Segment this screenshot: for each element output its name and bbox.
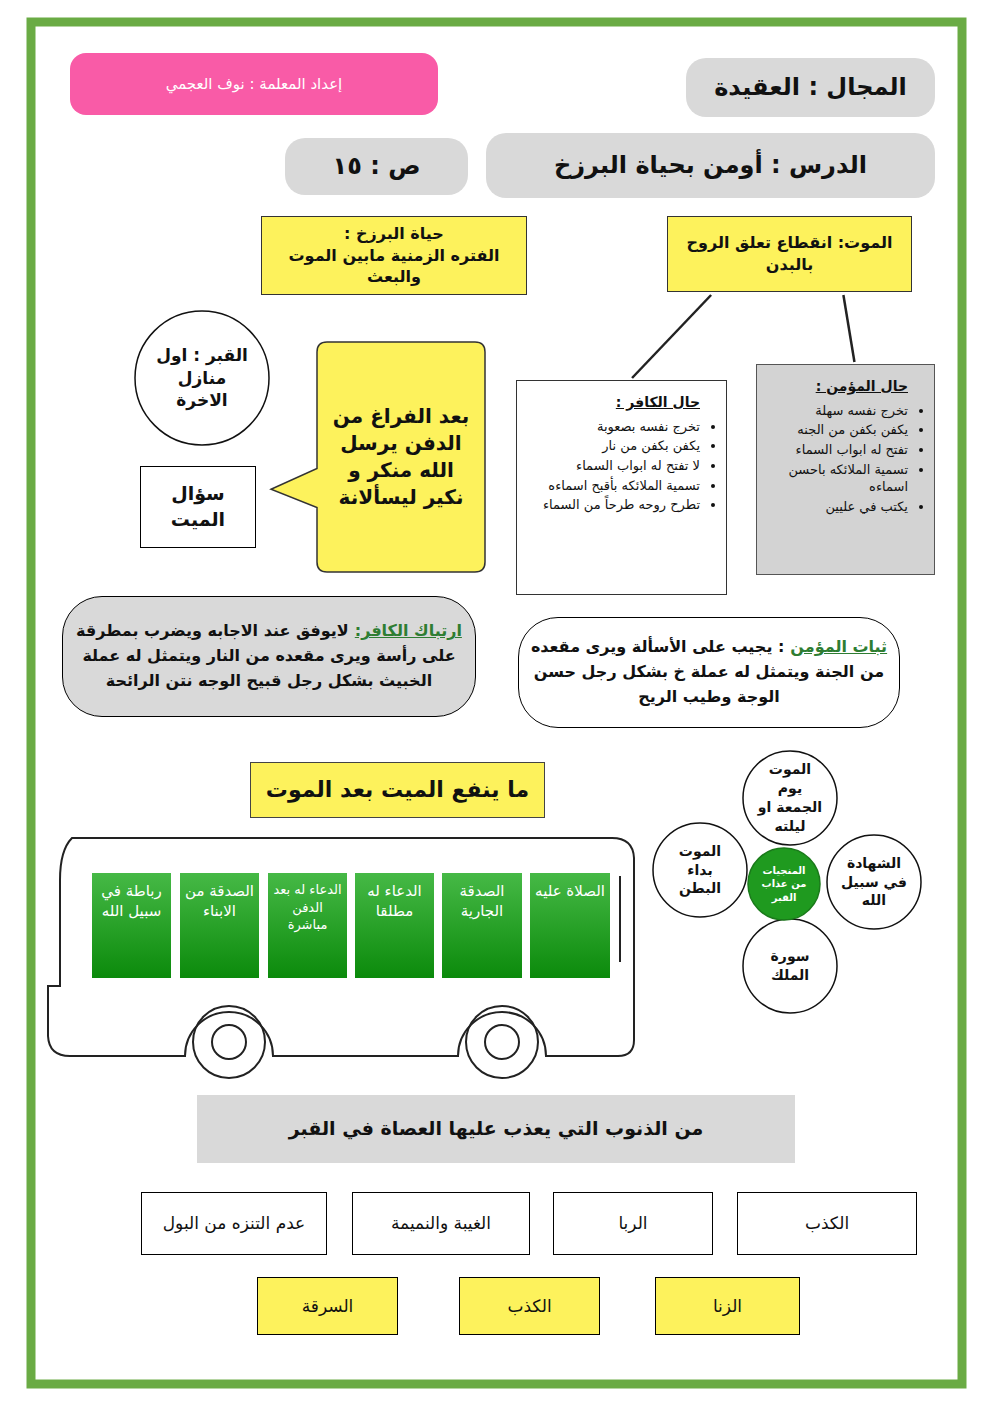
speech-callout: بعد الفراغ من الدفن يرسل الله منكر و نكي… — [317, 342, 485, 572]
circle-outline — [742, 918, 838, 1014]
bus-outline — [48, 838, 634, 1078]
callout-outline — [317, 342, 485, 572]
node-text: الصدقة الجارية — [446, 881, 518, 922]
node-text: الدعاء له بعد الدفن مباشرة — [272, 881, 343, 934]
bullet-list: تخرج نفسه سهلةيكفن بكفن من الجنه تفتح له … — [765, 400, 926, 517]
node-text: الكذب — [507, 1295, 551, 1318]
bus-window: رباطة في سبيل الله — [92, 873, 171, 978]
lesson-title: الدرس : أومن بحياة البرزخ — [486, 133, 935, 198]
node-text: الموت بداء البطن — [666, 842, 734, 899]
flower-petal: سورة الملك — [742, 918, 838, 1014]
connector-line — [632, 295, 711, 378]
node-text: الكذب — [805, 1212, 849, 1235]
section-heading: ما ينفع الميت بعد الموت — [250, 762, 545, 818]
bullet-item: تسمية الملائكه بأقبح اسماءه — [525, 477, 700, 495]
bullet-item: تخرج نفسه سهلة — [765, 402, 908, 420]
node-text: الفتره الزمنية مابين الموت والبعث — [272, 245, 516, 288]
node-text: سورة الملك — [756, 947, 824, 985]
page-frame — [31, 22, 962, 1384]
node-text: عدم التنزه من البول — [163, 1212, 305, 1235]
sin-box: الغيبة والنميمة — [352, 1192, 530, 1255]
node-text: المنجيات من عذاب القبر — [758, 864, 810, 905]
node-text: الدرس : أومن بحياة البرزخ — [554, 149, 867, 181]
bullet-item: يكفن بكفن من الجنه — [765, 421, 908, 439]
node-text: حياة البرزخ : — [344, 223, 444, 245]
node-text: بعد الفراغ من الدفن يرسل الله منكر و نكي… — [325, 403, 477, 511]
node-text: الغيبة والنميمة — [391, 1212, 491, 1235]
definition-box: الموت: انقطاع تعلق الروح بالبدن — [667, 216, 912, 292]
state-list: حال الكافر : تخرج نفسه بصعوبةيكفن بكفن من… — [516, 380, 727, 595]
state-list: حال المؤمن : تخرج نفسه سهلةيكفن بكفن من ا… — [756, 364, 935, 575]
bus-window: الصدقة الجارية — [442, 873, 522, 978]
node-text: ما ينفع الميت بعد الموت — [266, 775, 529, 805]
bullet-item: لا تفتح له ابواب السماء — [525, 457, 700, 475]
paragraph: ثبات المؤمن: يجيب على الأسألة ويرى مقعده… — [529, 635, 889, 709]
answer-box: ثبات المؤمن: يجيب على الأسألة ويرى مقعده… — [518, 617, 900, 728]
bullet-item: تطرح روحه طرحاً من السماء — [525, 496, 700, 514]
flower-petal: الموت بداء البطن — [652, 822, 748, 918]
node-text: المجال : العقيدة — [714, 71, 907, 103]
bus-window: الصلاة عليه — [530, 873, 610, 978]
node-text: الموت يوم الجمعة او ليلته — [756, 760, 824, 836]
node-text: السرقة — [302, 1295, 354, 1318]
node-text: الموت: انقطاع تعلق الروح بالبدن — [678, 232, 901, 275]
node-text: الصلاة عليه — [535, 881, 605, 901]
answer-box: ارتباك الكافر:لايوفق عند الاجابه ويضرب ب… — [62, 596, 476, 717]
bullet-item: يكتب في عليين — [765, 498, 908, 516]
bullet-list: تخرج نفسه بصعوبةيكفن بكفن من نار لا تفتح … — [525, 416, 718, 516]
field-label: المجال : العقيدة — [686, 58, 935, 117]
list-heading: حال المؤمن : — [765, 377, 908, 396]
flower-center: المنجيات من عذاب القبر — [747, 847, 821, 921]
question-box: سؤال الميت — [140, 466, 256, 548]
bus-window: الدعاء له بعد الدفن مباشرة — [268, 873, 347, 978]
node-text: من الذنوب التي يعذب عليها العصاة في القب… — [289, 1116, 704, 1142]
bus-window: الدعاء له مطلقا — [355, 873, 434, 978]
node-text: القبر : اول منازل الاخرة — [154, 344, 250, 413]
author-badge: إعداد المعلمة : نوف العجمي — [70, 53, 438, 115]
sin-box: الزنا — [655, 1277, 800, 1335]
list-heading: حال الكافر : — [525, 393, 700, 412]
bullet-item: تخرج نفسه بصعوبة — [525, 418, 700, 436]
grave-circle: القبر : اول منازل الاخرة — [134, 310, 270, 446]
node-text: الزنا — [713, 1295, 742, 1318]
node-text: الدعاء له مطلقا — [359, 881, 430, 922]
sin-box: السرقة — [257, 1277, 398, 1335]
sin-box: الربا — [553, 1192, 713, 1255]
sin-box: الكذب — [737, 1192, 917, 1255]
node-text: الربا — [618, 1212, 647, 1235]
inline-heading: ارتباك الكافر: — [355, 621, 462, 640]
bullet-item: يكفن بكفن من نار — [525, 437, 700, 455]
connector-line — [843, 295, 854, 362]
sin-box: عدم التنزه من البول — [141, 1192, 327, 1255]
page-number: ص : ١٥ — [285, 138, 468, 195]
sin-box: الكذب — [459, 1277, 600, 1335]
paragraph: ارتباك الكافر:لايوفق عند الاجابه ويضرب ب… — [73, 619, 465, 693]
bullet-item: تسمية الملائكه باحسن اسماءه — [765, 461, 908, 496]
flower-petal: الموت يوم الجمعة او ليلته — [742, 750, 838, 846]
node-text: الشهادة في سبيل الله — [840, 854, 908, 911]
node-text: سؤال الميت — [151, 481, 245, 532]
inline-heading: ثبات المؤمن — [790, 637, 887, 656]
node-text: إعداد المعلمة : نوف العجمي — [166, 74, 343, 94]
node-text: الصدقة من الابناء — [184, 881, 255, 922]
definition-box: حياة البرزخ :الفتره الزمنية مابين الموت … — [261, 216, 527, 295]
bus-window: الصدقة من الابناء — [180, 873, 259, 978]
flower-petal: الشهادة في سبيل الله — [826, 834, 922, 930]
node-text: رباطة في سبيل الله — [96, 881, 167, 922]
section-band: من الذنوب التي يعذب عليها العصاة في القب… — [197, 1095, 795, 1163]
node-text: ص : ١٥ — [333, 150, 421, 182]
bullet-item: تفتح له ابواب السماء — [765, 441, 908, 459]
